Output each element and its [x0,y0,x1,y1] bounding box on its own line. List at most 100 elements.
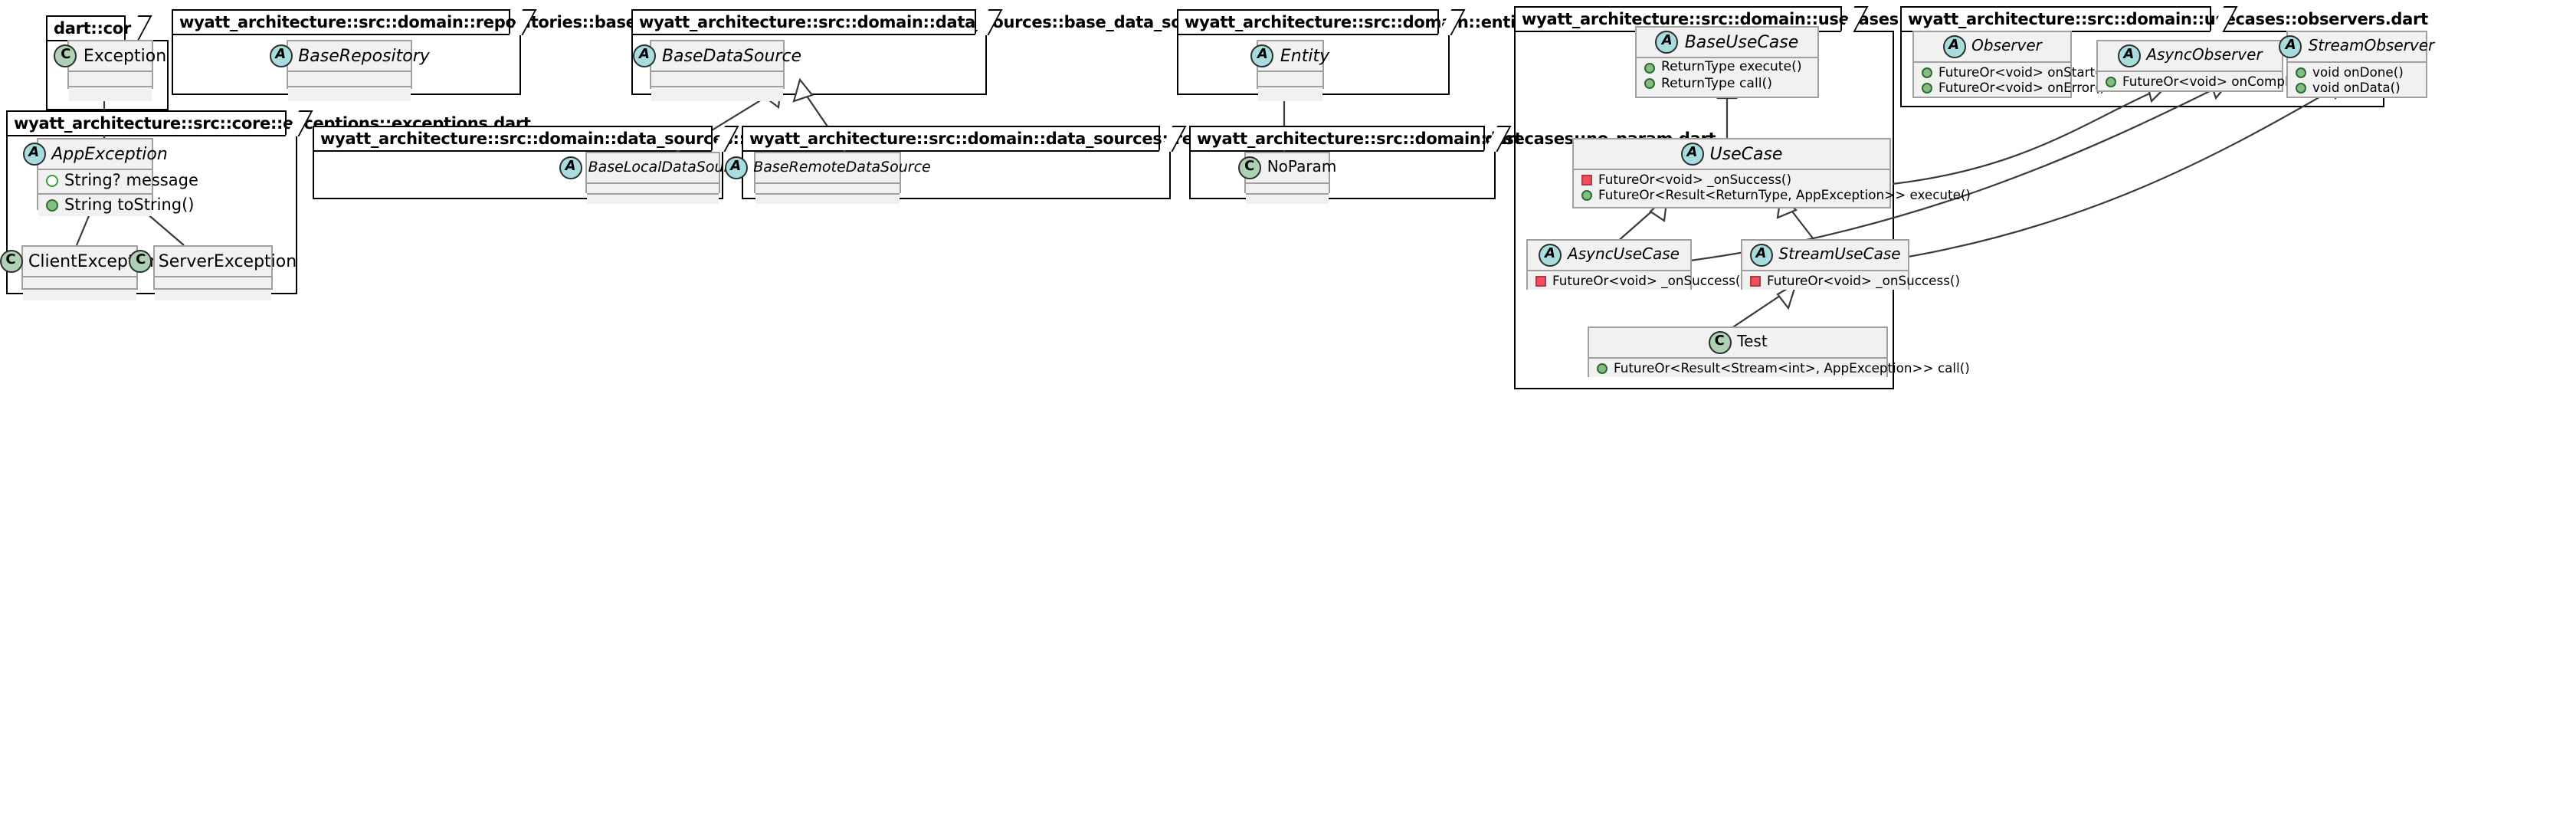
class-name-row: A BaseDataSource [632,41,801,71]
class-member: FutureOr<void> _onSuccess() [1742,273,1960,288]
attributes-section [587,184,719,193]
visibility-public-icon [1644,78,1655,90]
class-title: AsyncObserver [2146,48,2263,64]
generalization-arrow-basedatasource-b [792,77,814,103]
attributes-section [1246,184,1329,193]
class-entity[interactable]: A Entity [1250,40,1329,101]
class-streamobserver[interactable]: A StreamObserver void onDone() void onDa… [2279,31,2434,98]
class-title: BaseDataSource [661,46,802,66]
visibility-public-icon [46,199,58,212]
divider [2098,71,2282,72]
methods-section [1258,87,1322,101]
class-member: FutureOr<void> _onSuccess() [1574,172,1889,187]
stereotype-abstract-icon: A [2117,44,2141,67]
divider [651,71,783,72]
divider [1258,86,1322,87]
divider [38,169,152,170]
package-tab: wyatt_architecture::src::domain::usecase… [1900,6,2428,31]
divider [23,276,136,277]
edge-asyncusecase-usecase [1616,208,1656,243]
class-member: ReturnType call() [1637,76,1817,92]
divider [155,276,271,277]
visibility-private-icon [1535,275,1546,286]
divider [1574,169,1889,170]
member-text: FutureOr<Result<Stream<int>, AppExceptio… [1614,360,1970,376]
class-title: StreamUseCase [1778,247,1901,264]
visibility-public-icon [1644,62,1655,74]
divider [1637,57,1817,58]
class-appexception[interactable]: A AppException String? message String to… [22,138,198,216]
class-member: FutureOr<void> _onSuccess() [1528,273,1745,288]
package-tab: wyatt_architecture::src::domain::usecase… [1189,126,1716,150]
member-text: ReturnType execute() [1661,60,1802,75]
divider [1589,357,1886,359]
class-title: BaseRepository [298,46,430,66]
class-title: BaseRemoteDataSource [753,159,931,176]
divider [23,288,136,290]
class-name-row: C ServerException [129,247,297,276]
class-name-row: C ClientException [0,247,160,276]
visibility-public-icon [1922,82,1932,93]
divider [1246,193,1329,195]
class-test[interactable]: C Test FutureOr<Result<Stream<int>, AppE… [1588,326,1970,377]
divider [651,86,783,87]
class-title: BaseLocalDataSource [588,159,747,176]
class-title: NoParam [1267,159,1337,176]
member-text: String toString() [64,195,195,214]
methods-section: String toString() [38,194,195,216]
class-member: FutureOr<void> onStart() [1914,64,2105,80]
visibility-public-icon [1581,189,1592,200]
divider [1258,71,1322,72]
member-text: FutureOr<void> onComplete() [2122,74,2319,89]
visibility-private-icon [1581,174,1592,185]
class-baselocaldatasource[interactable]: A BaseLocalDataSource [559,152,746,204]
class-asyncobserver[interactable]: A AsyncObserver FutureOr<void> onComplet… [2096,40,2319,92]
member-text: void onData() [2312,80,2401,95]
class-clientexception[interactable]: C ClientException [0,245,160,300]
methods-section: FutureOr<Result<Stream<int>, AppExceptio… [1589,359,1970,377]
package-tab: wyatt_architecture::src::domain::entitie… [1177,9,1655,34]
class-name-row: C NoParam [1237,153,1336,182]
package-tab: wyatt_architecture::src::core::exception… [6,110,531,135]
class-member: void onData() [2288,80,2426,95]
package-label: wyatt_architecture::src::domain::data_so… [639,13,1264,31]
class-name-row: A BaseLocalDataSource [559,153,746,182]
class-baseusecase[interactable]: A BaseUseCase ReturnType execute() Retur… [1635,26,1819,98]
divider [755,182,900,184]
divider [288,86,411,87]
visibility-private-icon [1750,275,1761,286]
class-observer[interactable]: A Observer FutureOr<void> onStart() Futu… [1912,31,2105,98]
edge-usecase-observer [1892,90,2154,185]
member-text: FutureOr<void> onError() [1939,80,2106,95]
member-text: FutureOr<void> _onSuccess() [1598,172,1791,187]
class-serverexception[interactable]: C ServerException [129,245,297,300]
class-streamusecase[interactable]: A StreamUseCase FutureOr<void> _onSucces… [1741,239,1960,290]
methods-section [587,195,719,204]
class-baserepository[interactable]: A BaseRepository [269,40,430,101]
methods-section: FutureOr<void> _onSuccess() [1742,271,1960,290]
stereotype-abstract-icon: A [1680,143,1704,166]
class-name-row: A BaseRemoteDataSource [724,153,931,182]
class-member: FutureOr<void> onComplete() [2098,74,2319,89]
class-basedatasource[interactable]: A BaseDataSource [632,40,801,101]
stereotype-abstract-icon: A [1749,244,1773,267]
attributes-section [1258,72,1322,86]
class-exception[interactable]: C Exception [54,40,166,101]
attributes-section [23,277,136,288]
class-baseremotedatasource[interactable]: A BaseRemoteDataSource [724,152,931,204]
class-title: Exception [83,46,167,66]
class-noparam[interactable]: C NoParam [1237,152,1336,204]
class-name-row: C Exception [54,41,166,71]
member-text: FutureOr<void> _onSuccess() [1767,273,1960,288]
class-usecase[interactable]: A UseCase FutureOr<void> _onSuccess() Fu… [1572,138,1971,208]
divider [69,71,152,72]
methods-section: void onDone() void onData() [2288,63,2426,97]
class-name-row: C Test [1589,328,1886,357]
class-asyncusecase[interactable]: A AsyncUseCase FutureOr<void> _onSuccess… [1526,239,1745,290]
class-title: UseCase [1709,144,1783,164]
methods-section: ReturnType execute() ReturnType call() [1637,58,1817,94]
stereotype-class-icon: C [1237,156,1261,179]
visibility-public-icon [1597,363,1608,373]
methods-section [755,195,900,204]
divider [587,193,719,195]
